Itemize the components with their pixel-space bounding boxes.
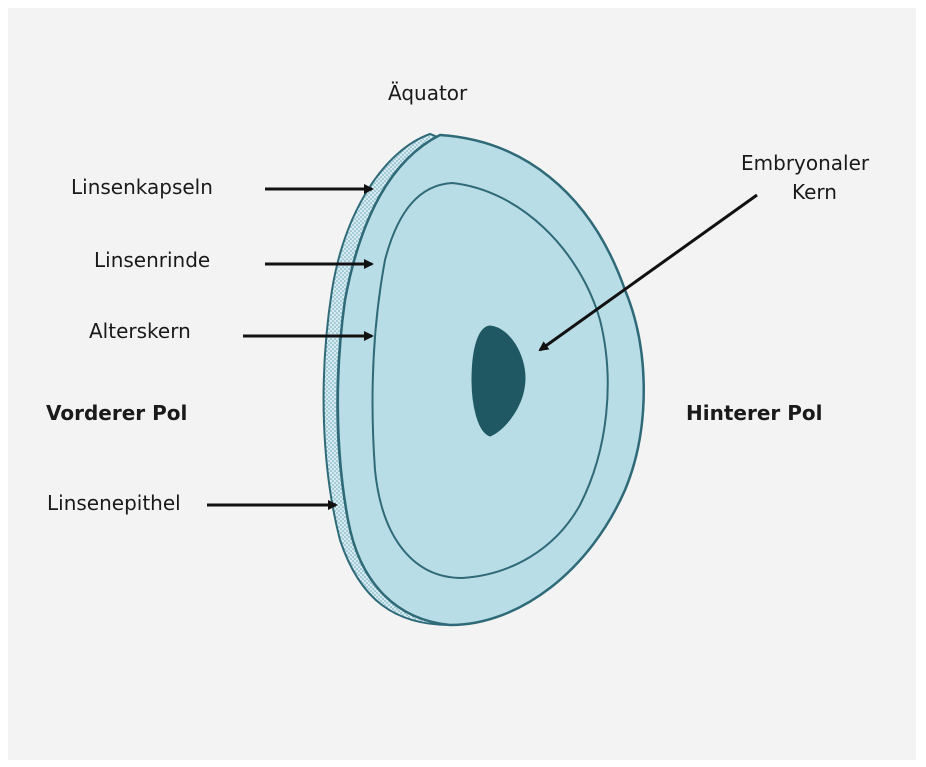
label-embryonal-nucleus-line1: Embryonaler [741, 151, 870, 175]
label-anterior-pole: Vorderer Pol [46, 401, 187, 425]
lens-diagram: Äquator Linsenkapseln Linsenrinde Alters… [8, 8, 916, 760]
diagram-frame: Äquator Linsenkapseln Linsenrinde Alters… [8, 8, 916, 760]
label-capsule: Linsenkapseln [71, 175, 213, 199]
label-epithelium: Linsenepithel [47, 491, 181, 515]
label-posterior-pole: Hinterer Pol [686, 401, 822, 425]
label-embryonal-nucleus-line2: Kern [792, 180, 837, 204]
label-equator: Äquator [388, 81, 468, 105]
label-senile-nucleus: Alterskern [89, 319, 191, 343]
label-cortex: Linsenrinde [94, 248, 210, 272]
